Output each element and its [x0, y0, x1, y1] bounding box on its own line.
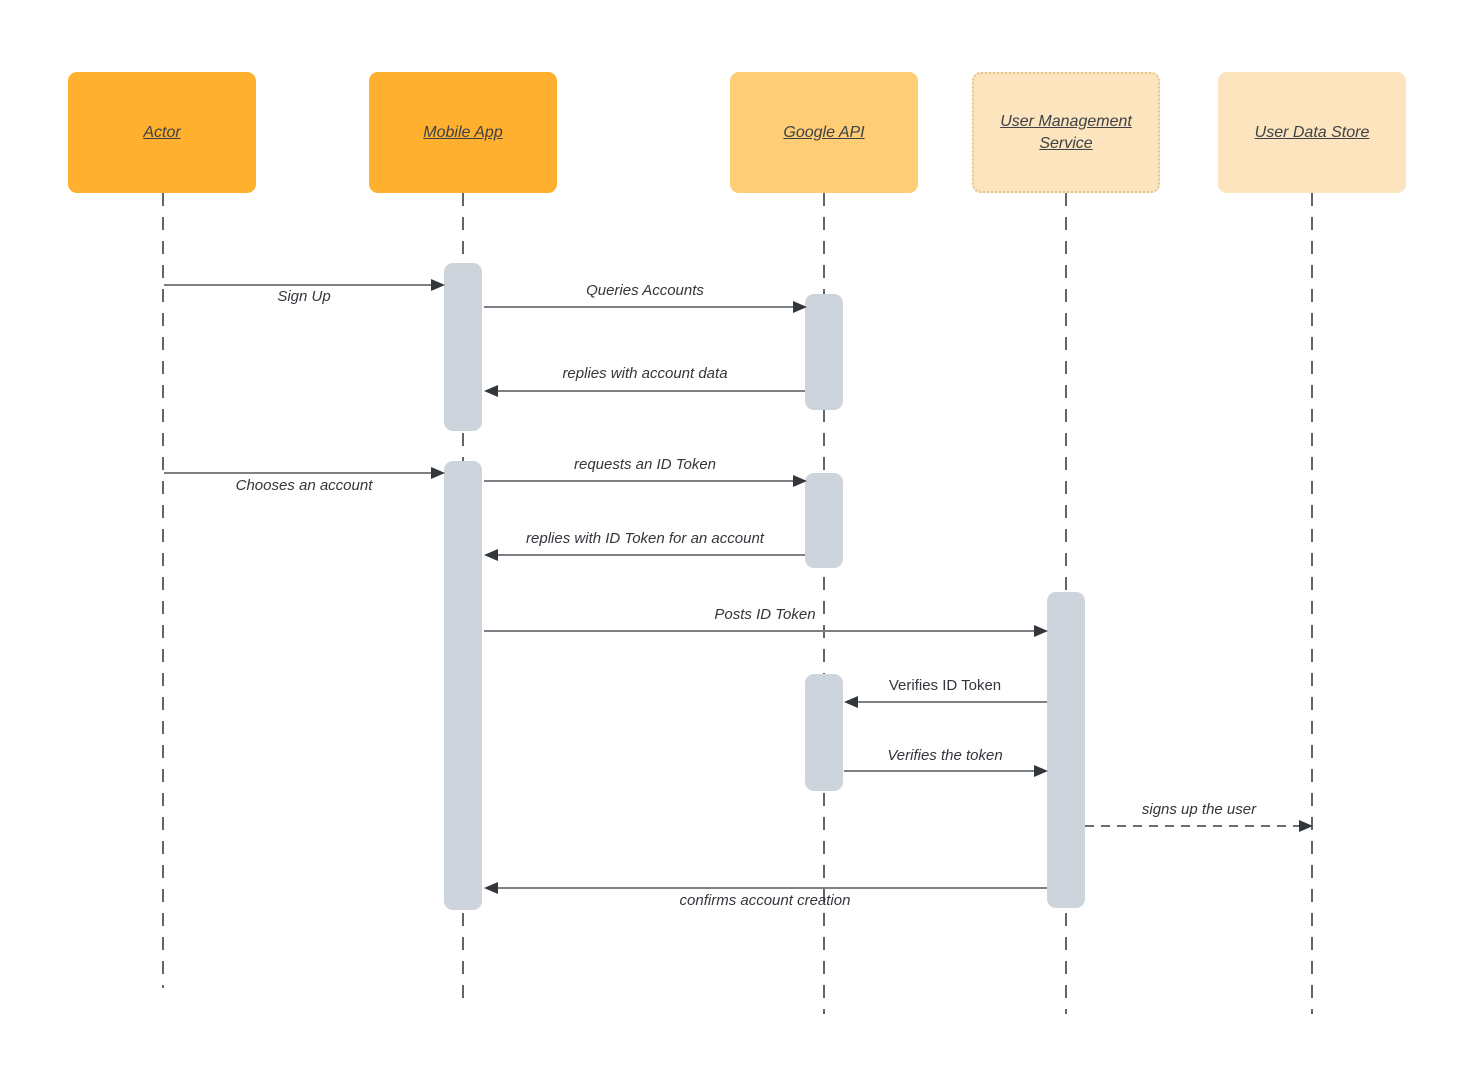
lifeline-google-api — [823, 193, 825, 1014]
message-label: Chooses an account — [235, 477, 373, 494]
arrowhead-right-icon — [431, 467, 445, 479]
participant-mobile-app-label: Mobile App — [423, 123, 503, 141]
message-line — [844, 770, 1034, 772]
participant-google-api: Google API — [730, 72, 918, 193]
participant-google-api-label: Google API — [783, 123, 865, 141]
activation-google-api-2 — [805, 473, 843, 568]
arrowhead-right-icon — [1299, 820, 1313, 832]
lifeline-actor — [162, 193, 164, 988]
activation-google-api-3 — [805, 674, 843, 791]
arrowhead-right-icon — [1034, 765, 1048, 777]
participant-actor: Actor — [68, 72, 256, 193]
message-label: confirms account creation — [679, 892, 851, 909]
arrowhead-left-icon — [484, 549, 498, 561]
participant-mobile-app: Mobile App — [369, 72, 557, 193]
arrowhead-right-icon — [793, 301, 807, 313]
message-line — [484, 306, 793, 308]
message-line — [164, 284, 431, 286]
activation-google-api-1 — [805, 294, 843, 410]
activation-user-management-service — [1047, 592, 1085, 908]
message-label: replies with ID Token for an account — [526, 530, 764, 547]
participant-user-data-store: User Data Store — [1218, 72, 1406, 193]
message-label: Verifies the token — [887, 747, 1003, 764]
message-line — [497, 887, 1047, 889]
message-label: requests an ID Token — [573, 456, 717, 473]
message-label: Queries Accounts — [586, 282, 704, 299]
message-line — [484, 480, 793, 482]
arrowhead-right-icon — [793, 475, 807, 487]
participant-actor-label: Actor — [143, 123, 181, 141]
participant-user-management-service: User Management Service — [972, 72, 1160, 193]
activation-mobile-app-1 — [444, 263, 482, 431]
message-line — [484, 630, 1034, 632]
message-label: Sign Up — [277, 288, 331, 305]
message-line — [857, 701, 1047, 703]
arrowhead-left-icon — [844, 696, 858, 708]
arrowhead-right-icon — [1034, 625, 1048, 637]
arrowhead-left-icon — [484, 385, 498, 397]
participant-user-management-service-label: User Management Service — [1000, 112, 1132, 152]
activation-mobile-app-2 — [444, 461, 482, 910]
arrowhead-right-icon — [431, 279, 445, 291]
message-line — [497, 554, 805, 556]
lifeline-user-data-store — [1311, 193, 1313, 1014]
participant-user-data-store-label: User Data Store — [1254, 123, 1370, 141]
message-label: signs up the user — [1141, 801, 1257, 818]
message-line-dashed — [1085, 825, 1299, 827]
arrowhead-left-icon — [484, 882, 498, 894]
message-label: Posts ID Token — [714, 606, 816, 623]
message-label: Verifies ID Token — [888, 677, 1002, 694]
message-line — [164, 472, 431, 474]
message-label: replies with account data — [562, 365, 728, 382]
message-line — [497, 390, 805, 392]
